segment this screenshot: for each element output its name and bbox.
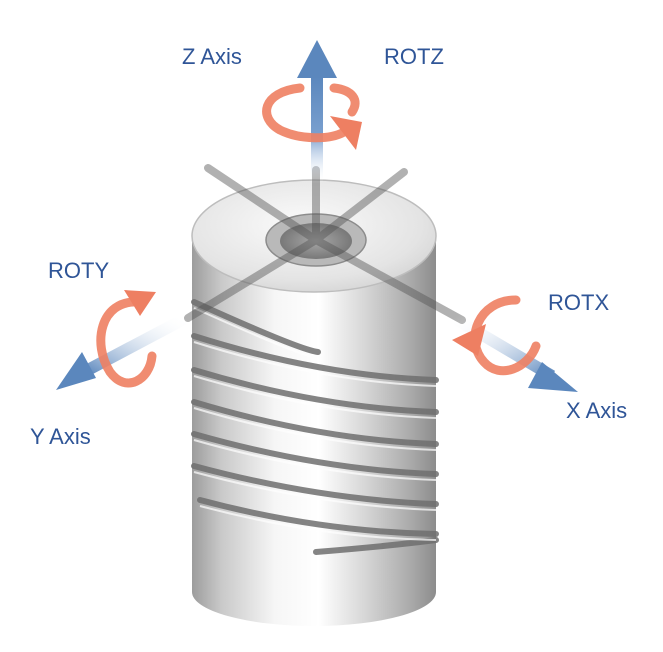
- bore-hole: [280, 223, 352, 259]
- z-axis-arrow: [297, 40, 337, 184]
- coupling-cylinder: [191, 179, 439, 626]
- roty-label: ROTY: [48, 258, 110, 283]
- z-axis-label: Z Axis: [182, 44, 242, 69]
- x-axis-label: X Axis: [566, 398, 628, 423]
- rotz-label: ROTZ: [384, 44, 444, 69]
- helical-slots: [191, 299, 439, 555]
- roty-arrow: [96, 290, 157, 388]
- x-axis-arrow: [450, 312, 578, 392]
- rotx-arrow: [452, 295, 541, 376]
- rotz-arrow: [262, 83, 362, 150]
- rotx-label: ROTX: [548, 290, 610, 315]
- y-axis-label: Y Axis: [30, 424, 91, 449]
